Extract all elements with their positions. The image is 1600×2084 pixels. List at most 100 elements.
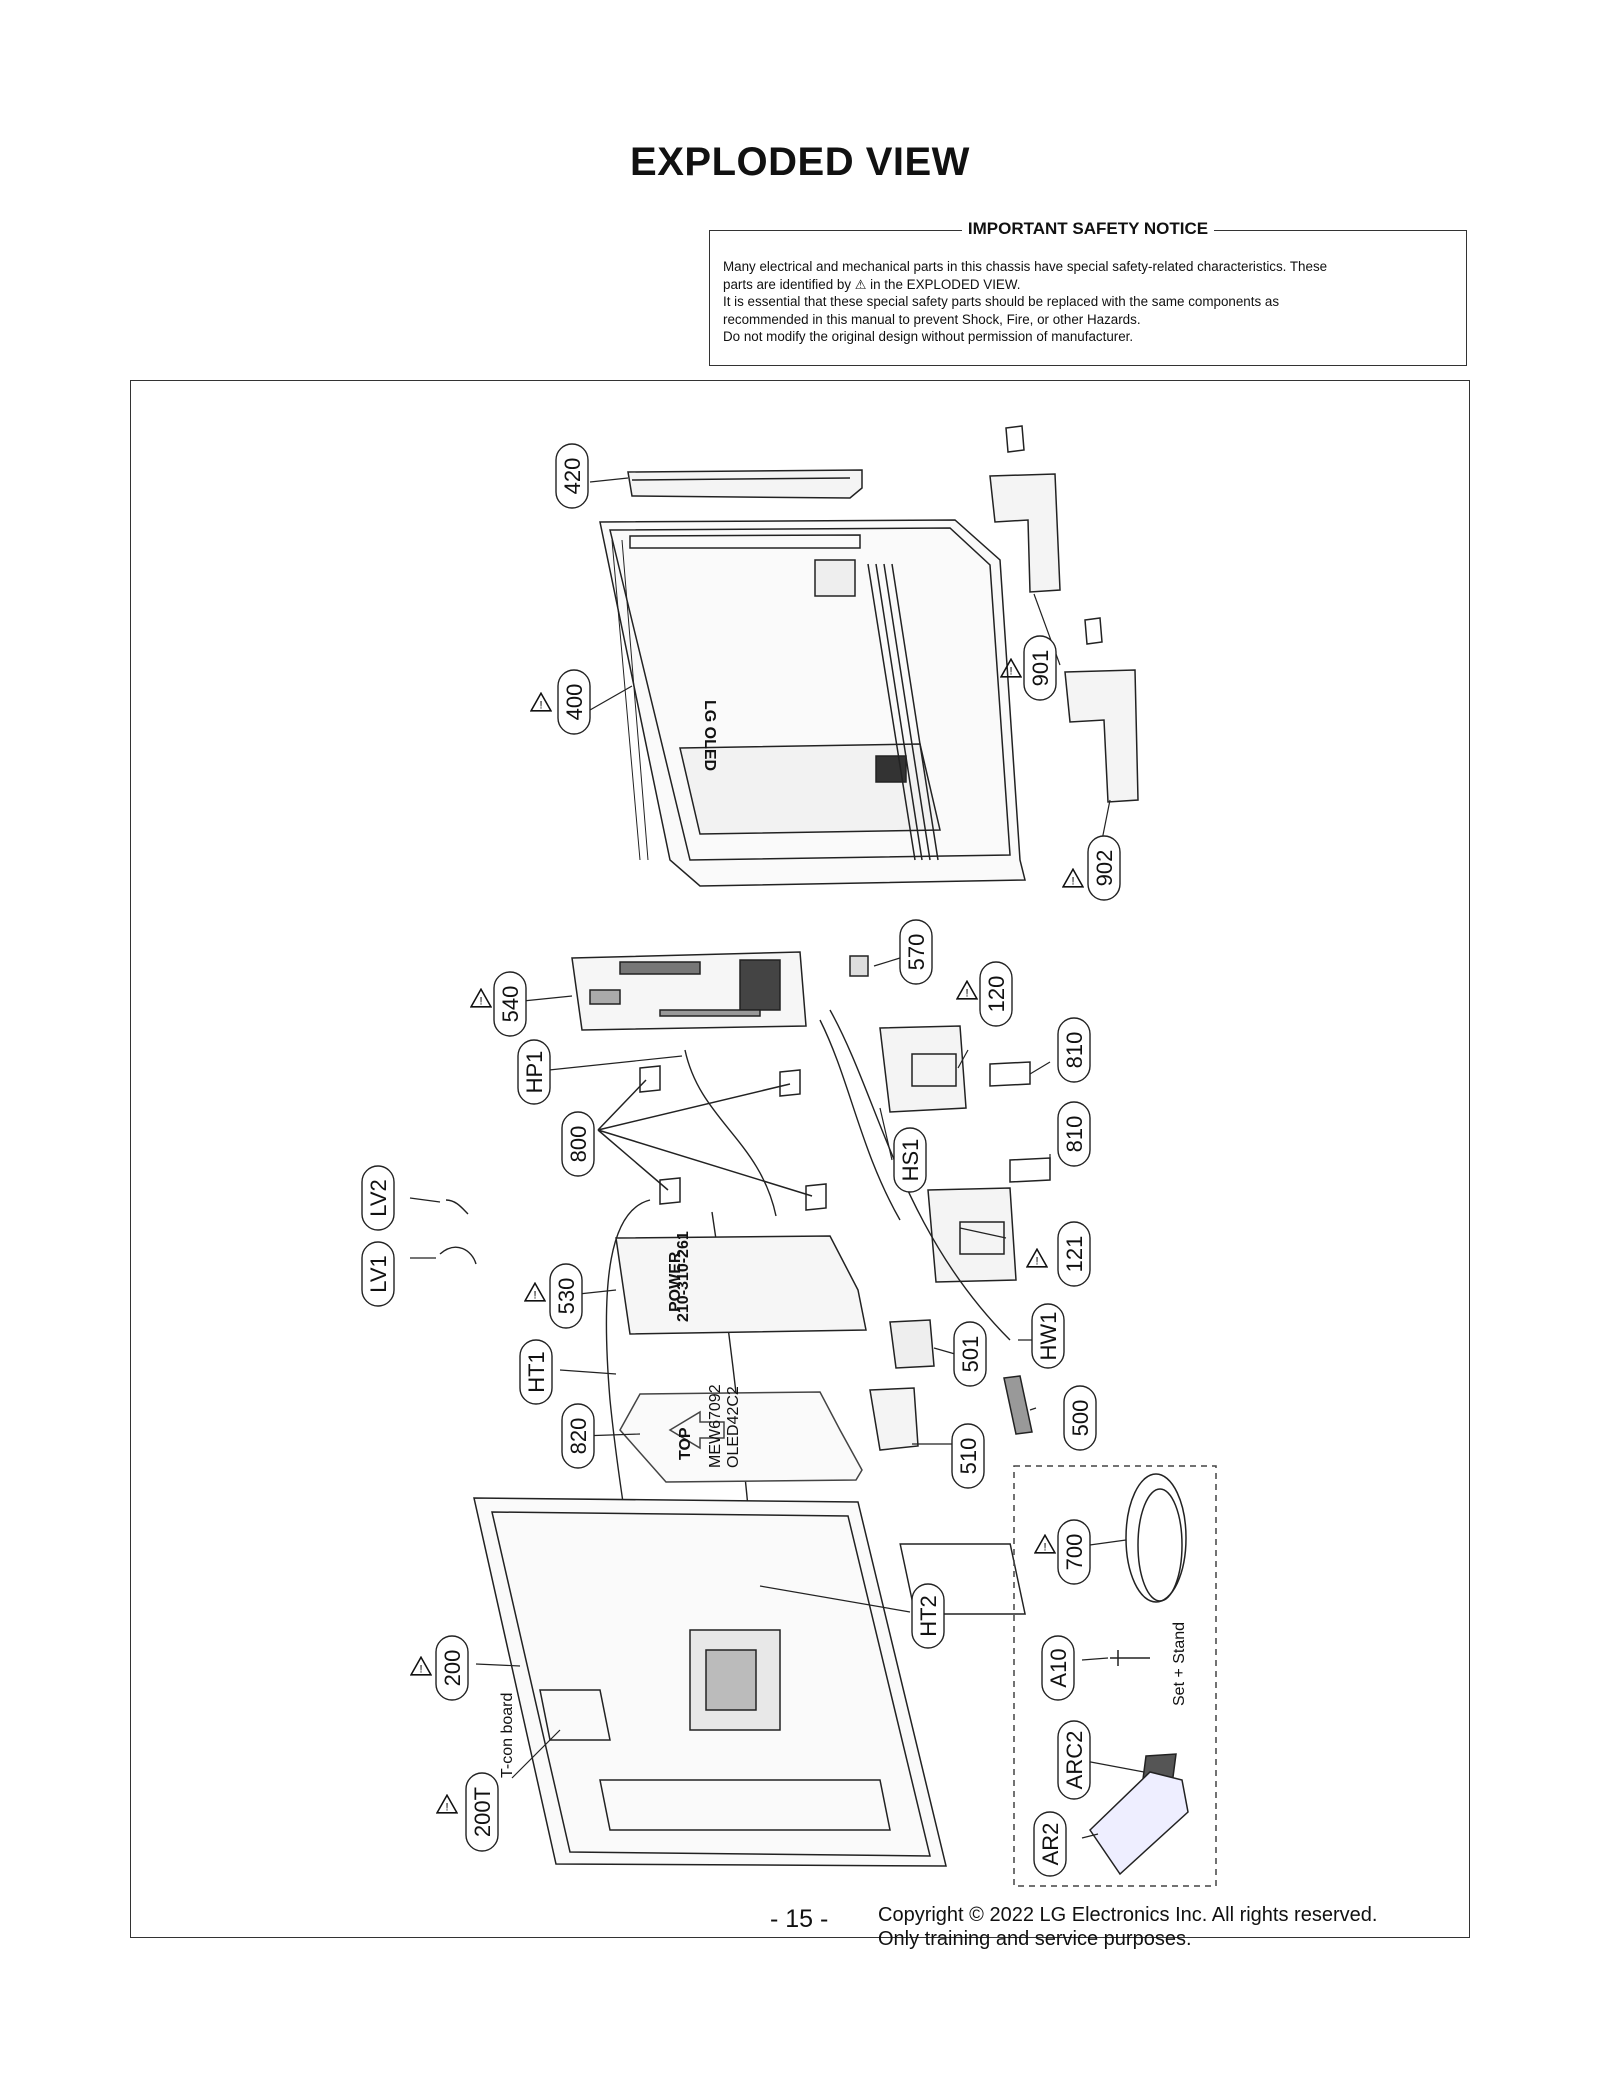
part-500-board — [1003, 1375, 1033, 1435]
callout-oval — [911, 1583, 945, 1649]
tcon-board-label: T-con board — [499, 1693, 516, 1778]
copyright: Copyright © 2022 LG Electronics Inc. All… — [878, 1903, 1377, 1951]
shield-top-label: TOP — [677, 1427, 694, 1460]
shield-part-no: MEW67092 — [707, 1384, 724, 1468]
callout-p540: 540 — [493, 971, 527, 1037]
callout-label: HT2 — [916, 1595, 941, 1637]
callout-oval — [1057, 1017, 1091, 1083]
callout-label: 501 — [958, 1336, 983, 1373]
callout-label: 121 — [1062, 1236, 1087, 1273]
part-901-stand-bracket — [989, 425, 1061, 593]
callout-label: 540 — [498, 986, 523, 1023]
callout-p501: 501 — [953, 1321, 987, 1387]
callout-oval — [361, 1241, 395, 1307]
part-a10-screw — [1110, 1650, 1150, 1666]
warning-triangle-icon — [470, 988, 492, 1008]
callout-p530: 530 — [549, 1263, 583, 1329]
page-title: EXPLODED VIEW — [630, 140, 970, 184]
callout-ht2: HT2 — [911, 1583, 945, 1649]
callout-label: LV2 — [366, 1179, 391, 1217]
warning-triangle-icon — [1034, 1534, 1056, 1554]
callout-label: 570 — [904, 934, 929, 971]
callout-oval — [1087, 835, 1121, 901]
callout-label: HW1 — [1036, 1312, 1061, 1361]
callout-a10: A10 — [1041, 1635, 1075, 1701]
part-820-shield-sheet — [619, 1391, 863, 1483]
callout-oval — [555, 443, 589, 509]
callout-label: HP1 — [522, 1051, 547, 1094]
callout-p570: 570 — [899, 919, 933, 985]
callout-p820: 820 — [561, 1403, 595, 1469]
callout-oval — [493, 971, 527, 1037]
power-label: POWER — [667, 1251, 684, 1312]
power-board-number: 210-310-261 — [675, 1231, 692, 1322]
part-530-power-board: POWER — [615, 1235, 867, 1335]
callout-label: 901 — [1028, 650, 1053, 687]
warning-triangle-icon — [1026, 1248, 1048, 1268]
warning-triangle-icon — [436, 1794, 458, 1814]
callout-p121: 121 — [1057, 1221, 1091, 1287]
warning-triangle-icon — [1062, 868, 1084, 888]
callout-oval — [1057, 1519, 1091, 1585]
callout-p500: 500 — [1063, 1385, 1097, 1451]
callout-oval — [953, 1321, 987, 1387]
callout-oval — [979, 961, 1013, 1027]
callout-oval — [1031, 1303, 1065, 1369]
callout-label: LV1 — [366, 1255, 391, 1293]
set-stand-label: Set + Stand — [1171, 1622, 1188, 1706]
warning-triangle-icon — [410, 1656, 432, 1676]
notice-line: Many electrical and mechanical parts in … — [723, 259, 1328, 274]
callout-label: 120 — [984, 976, 1009, 1013]
callout-label: HT1 — [524, 1351, 549, 1393]
callout-label: 820 — [566, 1418, 591, 1455]
callout-label: ARC2 — [1062, 1731, 1087, 1790]
warning-triangle-icon: ⚠ — [854, 276, 867, 292]
callout-label: 700 — [1062, 1534, 1087, 1571]
accessories-box — [1013, 1465, 1217, 1887]
callout-oval — [361, 1165, 395, 1231]
callout-oval — [899, 919, 933, 985]
callout-p120: 120 — [979, 961, 1013, 1027]
callout-oval — [549, 1263, 583, 1329]
callout-p800: 800 — [561, 1111, 595, 1177]
callout-hw1: HW1 — [1031, 1303, 1065, 1369]
callout-oval — [1033, 1811, 1067, 1877]
callout-label: 530 — [554, 1278, 579, 1315]
part-ar2-remote — [1089, 1771, 1189, 1876]
callout-oval — [1057, 1720, 1091, 1800]
callout-p400: 400 — [557, 669, 591, 735]
part-200-display-panel — [473, 1497, 1026, 1867]
part-570-sensor-board — [849, 955, 869, 977]
callout-label: 420 — [560, 458, 585, 495]
callout-label: A10 — [1046, 1648, 1071, 1687]
callout-oval — [561, 1403, 595, 1469]
callout-oval — [517, 1039, 551, 1105]
callout-label: 510 — [956, 1438, 981, 1475]
part-121-speaker — [927, 1187, 1017, 1283]
page-number: - 15 - — [770, 1905, 829, 1933]
safety-notice-heading: IMPORTANT SAFETY NOTICE — [710, 219, 1466, 239]
safety-notice-box: IMPORTANT SAFETY NOTICE Many electrical … — [709, 219, 1467, 366]
part-501-bracket — [889, 1319, 935, 1369]
callout-oval — [435, 1635, 469, 1701]
callout-lv1: LV1 — [361, 1241, 395, 1307]
callout-oval — [893, 1127, 927, 1193]
callout-label: 400 — [562, 684, 587, 721]
callout-oval — [1023, 635, 1057, 701]
lg-oled-logo: LG OLED — [701, 700, 718, 771]
callout-p510: 510 — [951, 1423, 985, 1489]
callout-p200t: 200T — [465, 1772, 499, 1852]
copyright-line: Copyright © 2022 LG Electronics Inc. All… — [878, 1904, 1378, 1926]
warning-triangle-icon — [524, 1282, 546, 1302]
part-510-bracket — [869, 1387, 919, 1451]
part-540-main-board — [571, 951, 807, 1031]
callout-label: HS1 — [898, 1139, 923, 1182]
callout-ar2: AR2 — [1033, 1811, 1067, 1877]
warning-triangle-icon — [530, 692, 552, 712]
notice-line: recommended in this manual to prevent Sh… — [723, 311, 1141, 327]
part-810-speaker-brackets — [989, 1061, 1051, 1183]
callout-arc2: ARC2 — [1057, 1720, 1091, 1800]
callout-p901: 901 — [1023, 635, 1057, 701]
part-800-brackets — [597, 1065, 827, 1211]
callout-label: 810 — [1062, 1032, 1087, 1069]
